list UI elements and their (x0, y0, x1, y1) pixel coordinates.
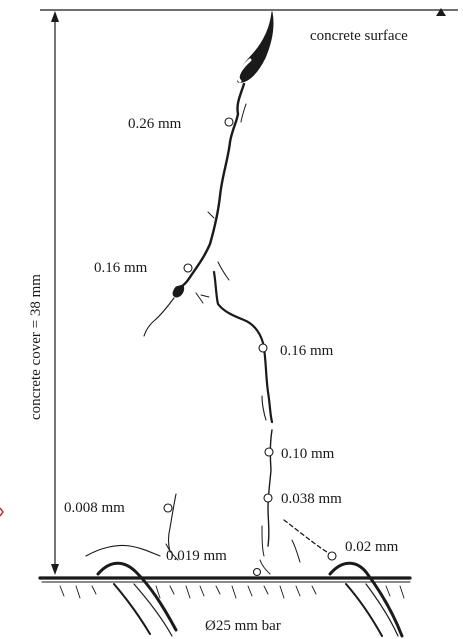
crack-width-label-8: 0.02 mm (345, 539, 399, 555)
measure-point-3 (258, 343, 268, 353)
crack-width-label-6: 0.008 mm (64, 500, 125, 516)
measure-point-4 (264, 447, 274, 457)
red-mark (0, 507, 4, 517)
crack-width-label-3: 0.16 mm (280, 343, 334, 359)
measurement-points (163, 117, 337, 577)
crack-width-label-4: 0.10 mm (281, 446, 335, 462)
arrow-up-icon (51, 11, 59, 22)
bar-region (38, 561, 412, 638)
measure-point-5 (263, 493, 273, 503)
concrete-surface-label: concrete surface (310, 28, 408, 44)
measure-point-2 (183, 263, 193, 273)
surface-marker-icon (436, 8, 446, 16)
measure-point-7 (252, 567, 262, 577)
crack-width-label-5: 0.038 mm (281, 491, 342, 507)
measure-point-6 (163, 503, 173, 513)
crack-width-label-2: 0.16 mm (94, 260, 148, 276)
main-crack (143, 11, 335, 575)
arrow-down-icon (51, 564, 59, 575)
crack-width-label-1: 0.26 mm (128, 116, 182, 132)
left-crack (85, 493, 179, 561)
crack-width-label-7: 0.019 mm (166, 548, 227, 564)
bar-label: Ø25 mm bar (205, 618, 281, 634)
measure-point-1 (224, 117, 234, 127)
measure-point-8 (327, 551, 337, 561)
concrete-cover-label: concrete cover = 38 mm (28, 274, 44, 420)
